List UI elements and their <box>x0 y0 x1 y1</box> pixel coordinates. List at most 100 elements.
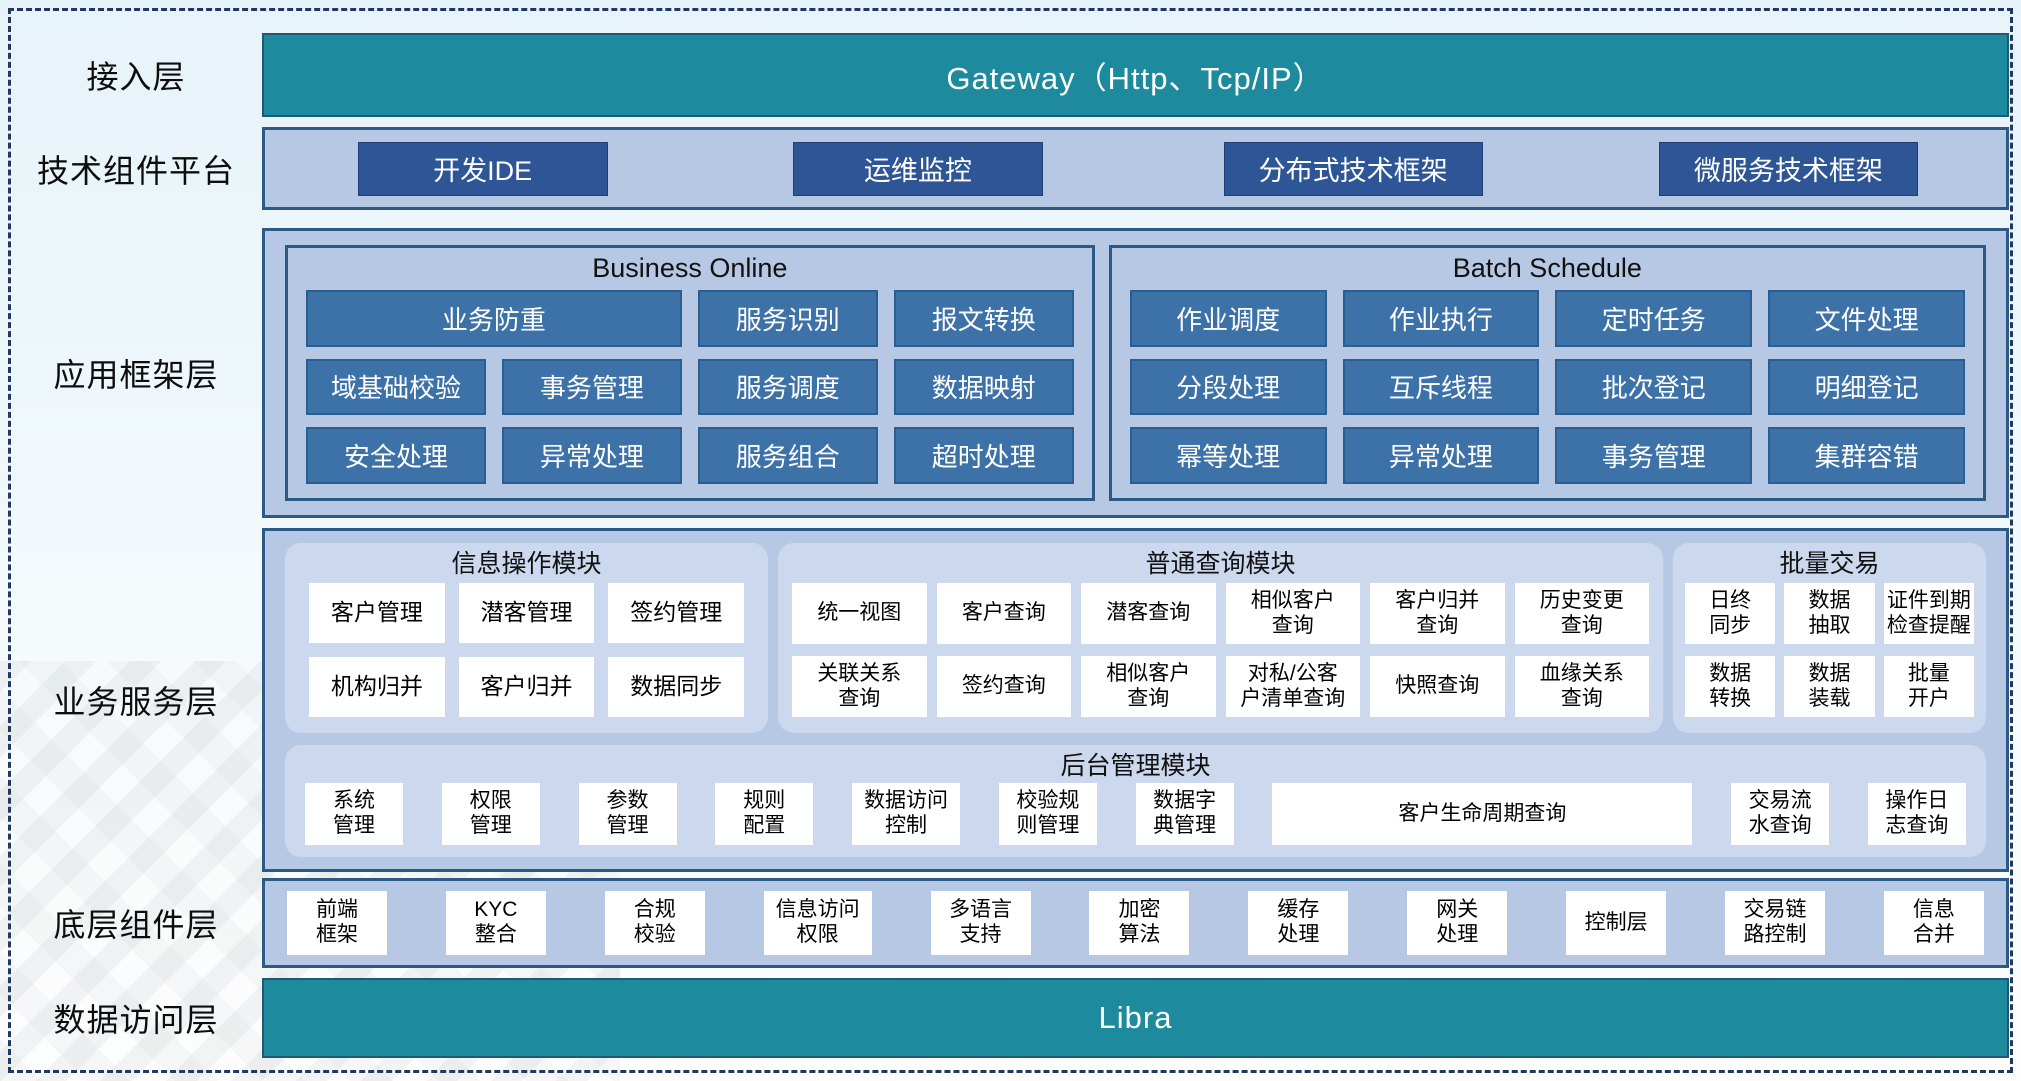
base-box: KYC 整合 <box>445 891 546 955</box>
access-layer-label: 接入层 <box>86 59 186 95</box>
bs-box: 作业调度 <box>1129 290 1327 347</box>
bo-box: 服务组合 <box>697 427 878 484</box>
admin-box: 校验规 则管理 <box>998 783 1097 845</box>
common-query-title: 普通查询模块 <box>1145 550 1296 578</box>
business-service-row: 业务服务层 信息操作模块 客户管理潜客管理签约管理机构归并客户归并数据同步 普通… <box>10 528 2009 872</box>
base-box: 缓存 处理 <box>1248 891 1349 955</box>
bs-box: 集群容错 <box>1768 427 1965 484</box>
service-box: 批量 开户 <box>1883 656 1974 717</box>
gateway-bar: Gateway（Http、Tcp/IP） <box>262 33 2009 117</box>
access-layer-row: 接入层 Gateway（Http、Tcp/IP） <box>10 33 2009 117</box>
service-box: 潜客管理 <box>458 583 595 643</box>
service-box: 历史变更 查询 <box>1514 583 1650 644</box>
bs-box: 文件处理 <box>1768 290 1965 347</box>
admin-box: 交易流 水查询 <box>1731 783 1830 845</box>
app-framework-band: Business Online 业务防重 服务识别 报文转换 域基础校验 事务管… <box>262 228 2009 518</box>
common-query-grid: 统一视图客户查询潜客查询相似客户 查询客户归并 查询历史变更 查询关联关系 查询… <box>778 581 1663 733</box>
service-box: 客户查询 <box>936 583 1072 644</box>
batch-transaction-panel: 批量交易 日终 同步数据 抽取证件到期 检查提醒数据 转换数据 装载批量 开户 <box>1673 543 1986 733</box>
base-box: 信息访问 权限 <box>763 891 872 955</box>
service-box: 数据 装载 <box>1784 656 1875 717</box>
service-box: 签约管理 <box>608 583 745 643</box>
admin-box: 系统 管理 <box>305 783 403 845</box>
service-box: 客户归并 <box>458 657 595 717</box>
bs-box: 分段处理 <box>1129 358 1327 416</box>
info-operation-title: 信息操作模块 <box>451 550 602 578</box>
bo-box: 服务识别 <box>697 290 878 347</box>
service-box: 数据同步 <box>608 657 745 717</box>
service-box: 日终 同步 <box>1685 583 1776 644</box>
service-box: 签约查询 <box>936 656 1072 717</box>
bs-box: 作业执行 <box>1342 290 1540 347</box>
app-framework-label: 应用框架层 <box>53 357 219 393</box>
info-operation-grid: 客户管理潜客管理签约管理机构归并客户归并数据同步 <box>285 581 768 733</box>
admin-box: 数据访问 控制 <box>852 783 961 845</box>
base-component-label: 底层组件层 <box>53 907 219 943</box>
info-operation-panel: 信息操作模块 客户管理潜客管理签约管理机构归并客户归并数据同步 <box>285 543 769 733</box>
outer-dashed-border <box>8 8 2013 1073</box>
base-box: 控制层 <box>1566 891 1667 955</box>
bo-box: 异常处理 <box>501 427 682 484</box>
service-box: 相似客户 查询 <box>1081 656 1216 717</box>
batch-schedule-title: Batch Schedule <box>1452 252 1642 283</box>
bs-box: 幂等处理 <box>1129 427 1327 484</box>
admin-module-panel: 后台管理模块 系统 管理权限 管理参数 管理规则 配置数据访问 控制校验规 则管… <box>285 745 1986 857</box>
business-online-grid: 业务防重 服务识别 报文转换 域基础校验 事务管理 服务调度 数据映射 安全处理… <box>288 288 1092 498</box>
bo-box: 服务调度 <box>697 358 878 416</box>
base-box: 网关 处理 <box>1407 891 1508 955</box>
service-box: 客户归并 查询 <box>1370 583 1505 644</box>
service-box: 快照查询 <box>1370 656 1505 717</box>
service-box: 潜客查询 <box>1081 583 1216 644</box>
data-access-row: 数据访问层 Libra <box>10 978 2009 1058</box>
base-box: 合规 校验 <box>604 891 705 955</box>
batch-schedule-panel: Batch Schedule 作业调度 作业执行 定时任务 文件处理 分段处理 … <box>1108 245 1986 501</box>
batch-schedule-grid: 作业调度 作业执行 定时任务 文件处理 分段处理 互斥线程 批次登记 明细登记 … <box>1112 288 1983 498</box>
app-framework-row: 应用框架层 Business Online 业务防重 服务识别 报文转换 域基础… <box>10 228 2009 518</box>
base-box: 交易链 路控制 <box>1725 891 1826 955</box>
bs-box: 明细登记 <box>1768 358 1965 416</box>
business-online-panel: Business Online 业务防重 服务识别 报文转换 域基础校验 事务管… <box>285 245 1095 501</box>
bs-box: 异常处理 <box>1342 427 1540 484</box>
admin-box: 操作日 志查询 <box>1867 783 1966 845</box>
service-box: 客户管理 <box>309 583 445 643</box>
base-component-band: 前端 框架 KYC 整合合规 校验信息访问 权限多语言 支持加密 算法缓存 处理网… <box>262 878 2009 968</box>
libra-bar: Libra <box>262 978 2009 1058</box>
base-box: 多语言 支持 <box>930 891 1031 955</box>
bs-box: 互斥线程 <box>1342 358 1540 416</box>
service-box: 机构归并 <box>309 657 445 717</box>
service-box: 关联关系 查询 <box>792 656 927 717</box>
tech-platform-label: 技术组件平台 <box>36 152 235 189</box>
base-component-items: 前端 框架 KYC 整合合规 校验信息访问 权限多语言 支持加密 算法缓存 处理网… <box>265 881 2006 965</box>
admin-box: 数据字 典管理 <box>1135 783 1234 845</box>
common-query-panel: 普通查询模块 统一视图客户查询潜客查询相似客户 查询客户归并 查询历史变更 查询… <box>778 543 1664 733</box>
business-online-title: Business Online <box>592 252 788 283</box>
base-box: 前端 框架 <box>287 891 387 955</box>
bs-box: 事务管理 <box>1555 427 1753 484</box>
architecture-diagram: 接入层 Gateway（Http、Tcp/IP） 技术组件平台 开发IDE 运维监… <box>10 10 2009 1071</box>
business-service-band: 信息操作模块 客户管理潜客管理签约管理机构归并客户归并数据同步 普通查询模块 统… <box>262 528 2009 872</box>
service-box: 统一视图 <box>792 583 927 644</box>
tech-component-box: 运维监控 <box>792 141 1043 196</box>
service-box: 相似客户 查询 <box>1225 583 1361 644</box>
base-component-row: 底层组件层 前端 框架 KYC 整合合规 校验信息访问 权限多语言 支持加密 算法… <box>10 878 2009 968</box>
bo-box: 域基础校验 <box>306 358 486 416</box>
bs-box: 定时任务 <box>1555 290 1753 347</box>
business-service-label: 业务服务层 <box>53 684 219 720</box>
admin-module-title: 后台管理模块 <box>1060 752 1211 780</box>
bo-box: 报文转换 <box>893 290 1074 347</box>
bo-box: 业务防重 <box>306 290 682 347</box>
admin-box: 权限 管理 <box>441 783 540 845</box>
app-framework-inner: Business Online 业务防重 服务识别 报文转换 域基础校验 事务管… <box>265 231 2006 515</box>
service-top-panels: 信息操作模块 客户管理潜客管理签约管理机构归并客户归并数据同步 普通查询模块 统… <box>285 543 1986 733</box>
service-box: 证件到期 检查提醒 <box>1883 583 1974 644</box>
tech-component-box: 开发IDE <box>357 141 608 196</box>
base-box: 信息 合并 <box>1883 891 1984 955</box>
service-box: 血缘关系 查询 <box>1514 656 1650 717</box>
admin-module-row: 系统 管理权限 管理参数 管理规则 配置数据访问 控制校验规 则管理数据字 典管… <box>285 783 1986 857</box>
bo-box: 事务管理 <box>501 358 682 416</box>
service-box: 数据 抽取 <box>1784 583 1875 644</box>
tech-component-box: 微服务技术框架 <box>1658 141 1918 196</box>
bs-box: 批次登记 <box>1555 358 1753 416</box>
data-access-label: 数据访问层 <box>53 1002 219 1038</box>
base-box: 加密 算法 <box>1089 891 1190 955</box>
